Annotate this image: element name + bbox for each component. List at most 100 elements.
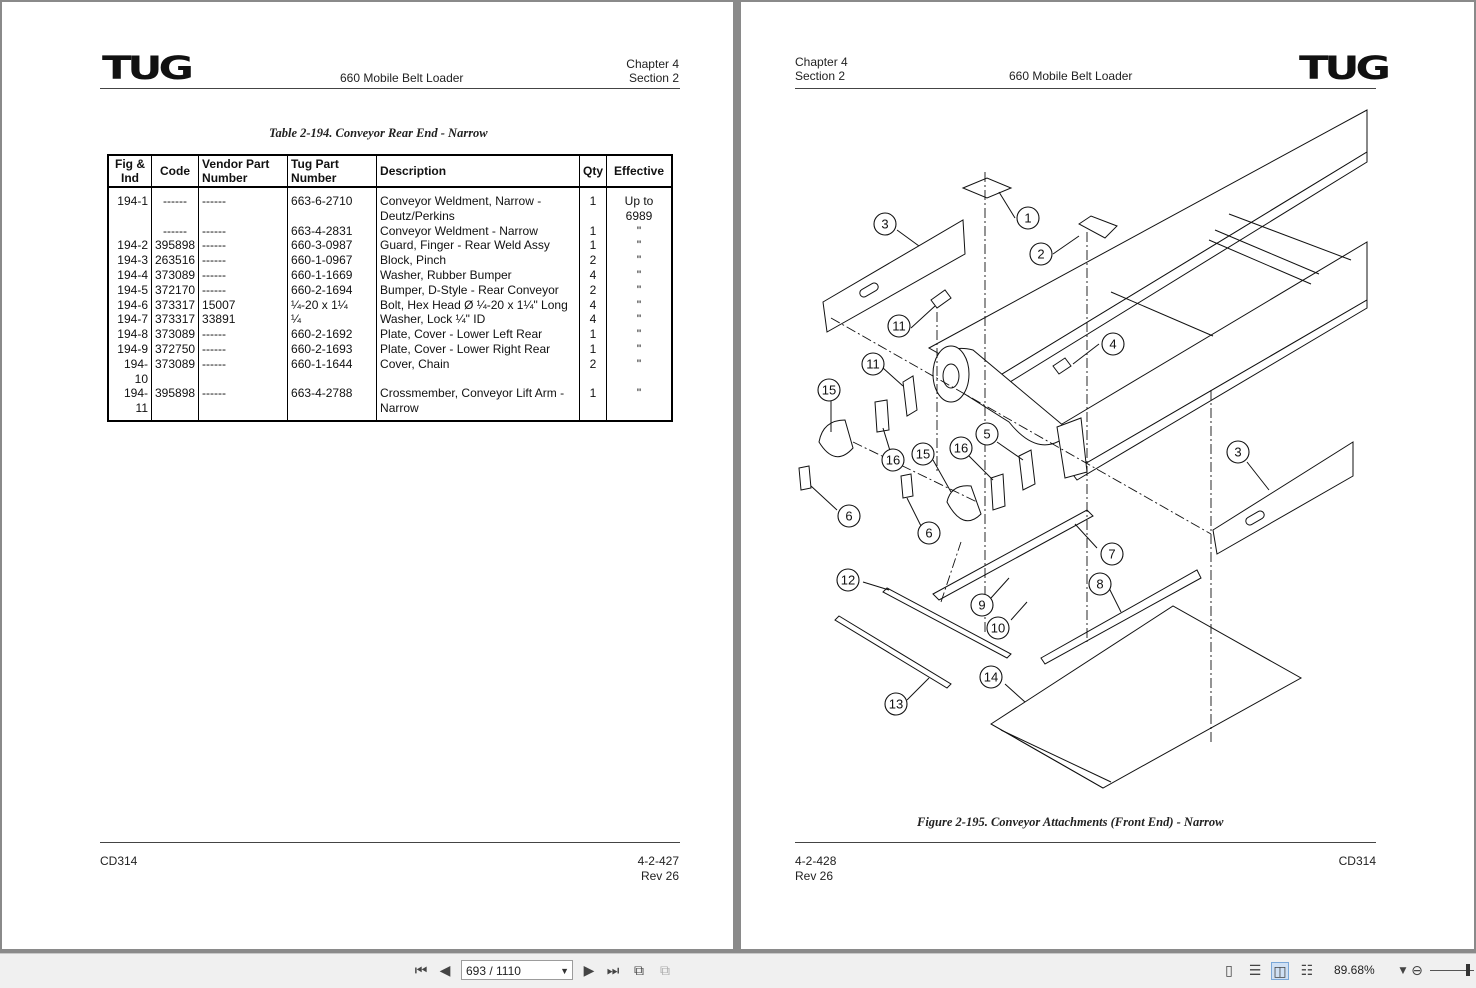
cell-description: Block, Pinch	[376, 253, 580, 268]
last-page-icon[interactable]: ⏭	[606, 963, 620, 979]
part-4-block	[902, 375, 918, 417]
zoom-slider-handle[interactable]	[1466, 964, 1470, 976]
zoom-out-icon[interactable]: ⊖	[1411, 963, 1423, 979]
part-16-bracket	[874, 399, 890, 433]
cell-vendor: 33891	[198, 312, 289, 328]
footer-doc-id: CD314	[1338, 854, 1376, 868]
callout-number: 1	[1024, 211, 1031, 226]
chevron-down-icon[interactable]: ▼	[560, 966, 569, 976]
two-page-icon[interactable]: ◫	[1271, 962, 1289, 980]
zoom-level[interactable]: 89.68%	[1334, 963, 1375, 977]
cell-code: 372750	[150, 341, 200, 357]
callout-9: 9	[970, 593, 994, 617]
cell-vendor: ------	[198, 327, 289, 342]
cell-vendor: ------	[198, 282, 289, 298]
cell-qty: 4	[578, 312, 608, 328]
callout-3: 3	[873, 212, 897, 236]
cell-code: 395898	[150, 386, 200, 421]
col-header-vendor: Vendor Part Number	[198, 154, 289, 188]
callout-number: 16	[954, 441, 968, 456]
cell-fig: 194-4	[107, 267, 152, 283]
cell-description: Plate, Cover - Lower Right Rear	[376, 341, 580, 357]
callout-number: 2	[1037, 247, 1044, 262]
callout-11: 11	[887, 314, 911, 338]
footer-revision: Rev 26	[795, 869, 834, 883]
part-3-right-plate	[1212, 441, 1354, 555]
callout-10: 10	[986, 616, 1010, 640]
cell-description: Washer, Rubber Bumper	[376, 267, 580, 283]
cell-tug: 663-4-2788	[287, 386, 378, 421]
cell-description: Bumper, D-Style - Rear Conveyor	[376, 282, 580, 298]
parts-table: Fig & Ind Code Vendor Part Number Tug Pa…	[107, 154, 673, 422]
cell-description: Crossmember, Conveyor Lift Arm - Narrow	[376, 386, 580, 421]
callout-15: 15	[817, 378, 841, 402]
cell-qty: 2	[578, 282, 608, 298]
prev-page-icon[interactable]: ◀	[439, 963, 451, 979]
cell-vendor: ------	[198, 267, 289, 283]
callout-number: 12	[841, 573, 855, 588]
cell-effective: "	[606, 282, 673, 298]
cell-tug: 660-2-1692	[287, 327, 378, 342]
zoom-dropdown-icon[interactable]: ▼	[1399, 966, 1407, 976]
zoom-slider-track[interactable]	[1430, 970, 1474, 971]
callout-number: 7	[1108, 547, 1115, 562]
cell-code: 263516	[150, 253, 200, 268]
callout-3: 3	[1226, 440, 1250, 464]
callout-12: 12	[836, 568, 860, 592]
chapter-label: Chapter 4	[795, 55, 848, 69]
next-view-icon[interactable]: ⧉	[660, 963, 670, 979]
cell-fig: 194-10	[107, 356, 152, 387]
header-rule	[100, 88, 680, 89]
page-number-input[interactable]: 693 / 1110 ▼	[461, 960, 573, 980]
footer-page-number: 4-2-427	[637, 854, 679, 868]
footer-rule	[100, 842, 680, 843]
callout-number: 11	[866, 357, 880, 372]
cell-code: ------	[150, 223, 200, 239]
cell-code: 395898	[150, 238, 200, 254]
cell-description: Washer, Lock ¼" ID	[376, 312, 580, 328]
cell-vendor: ------	[198, 187, 289, 224]
col-header-code: Code	[150, 154, 200, 188]
cell-effective: "	[606, 356, 673, 387]
cell-fig: 194-9	[107, 341, 152, 357]
previous-view-icon[interactable]: ⧉	[634, 963, 644, 979]
part-7-cover	[932, 509, 1094, 601]
callout-5: 5	[975, 422, 999, 446]
callout-1: 1	[1016, 206, 1040, 230]
col-header-tug: Tug Part Number	[287, 154, 378, 188]
footer-page-number: 4-2-428	[795, 854, 837, 868]
cell-tug: ¼-20 x 1¼	[287, 297, 378, 313]
cell-qty: 4	[578, 267, 608, 283]
cell-code: 372170	[150, 282, 200, 298]
cell-code: 373317	[150, 297, 200, 313]
cell-tug: 663-4-2831	[287, 223, 378, 239]
callout-number: 6	[845, 509, 852, 524]
page-indicator: 693 / 1110	[466, 964, 521, 978]
single-page-icon[interactable]: ▯	[1225, 963, 1233, 979]
callout-16: 16	[949, 436, 973, 460]
cell-effective: "	[606, 238, 673, 254]
cell-code: ------	[150, 187, 200, 224]
cell-fig: 194-7	[107, 312, 152, 328]
part-6-plate-right	[900, 473, 914, 499]
first-page-icon[interactable]: ⏮	[414, 963, 428, 979]
callout-number: 5	[983, 427, 990, 442]
cell-description: Guard, Finger - Rear Weld Assy	[376, 238, 580, 254]
continuous-icon[interactable]: ☰	[1248, 963, 1262, 979]
part-3-slot	[859, 282, 879, 298]
cell-fig: 194-3	[107, 253, 152, 268]
next-page-icon[interactable]: ▶	[583, 963, 595, 979]
cell-description: Conveyor Weldment, Narrow - Deutz/Perkin…	[376, 187, 580, 224]
cell-fig: 194-11	[107, 386, 152, 421]
cell-qty: 2	[578, 356, 608, 387]
two-page-continuous-icon[interactable]: ☷	[1300, 963, 1314, 979]
navigation-toolbar: ⏮ ◀ 693 / 1110 ▼ ▶ ⏭ ⧉ ⧉ ▯ ☰ ◫ ☷ 89.68% …	[0, 953, 1476, 988]
part-12-rail	[882, 587, 1012, 659]
figure-caption: Figure 2-195. Conveyor Attachments (Fron…	[917, 815, 1224, 829]
left-page: TUG 660 Mobile Belt Loader Chapter 4 Sec…	[2, 2, 733, 949]
part-8-cover	[1040, 569, 1202, 665]
